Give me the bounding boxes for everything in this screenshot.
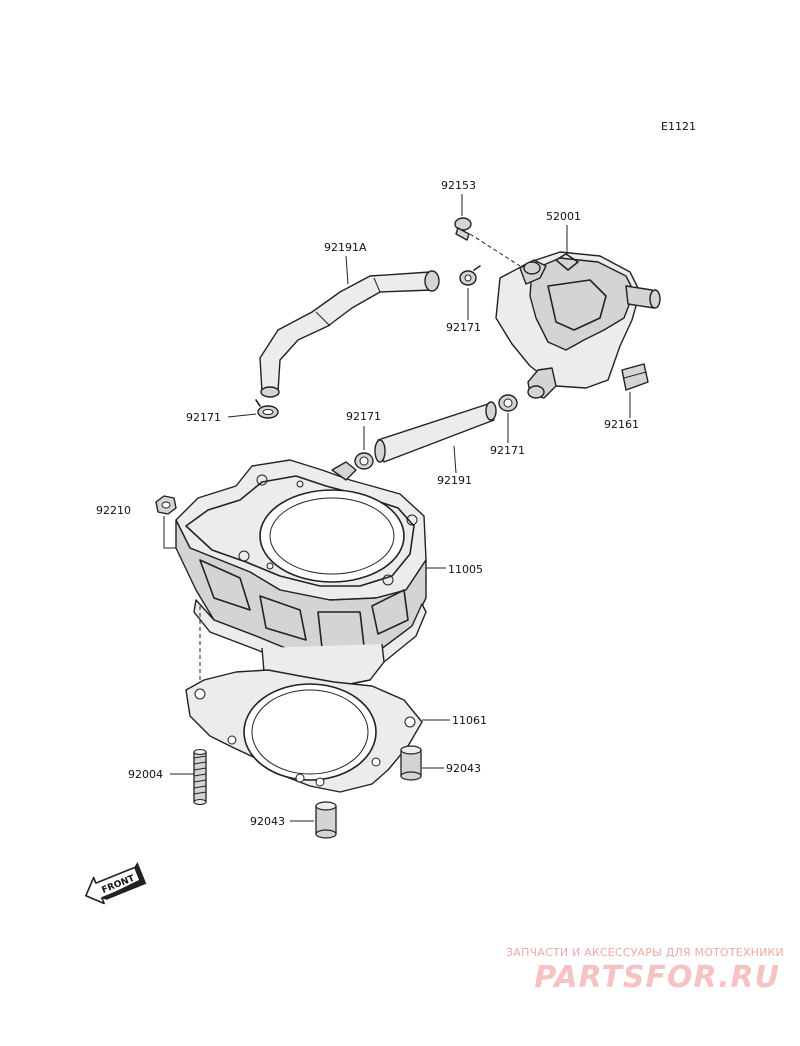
- reed-valve-52001-drawing: [495, 251, 661, 399]
- diagram-code: E1121: [661, 120, 696, 133]
- label-92171-left: 92171: [186, 411, 221, 424]
- label-92153: 92153: [441, 179, 476, 192]
- dowel-92043-bottom-drawing: [315, 801, 337, 839]
- label-92161: 92161: [604, 418, 639, 431]
- label-92171-right: 92171: [490, 444, 525, 457]
- gasket-11061-drawing: [185, 669, 423, 793]
- clamp-92171-top-drawing: [459, 265, 481, 286]
- label-11061: 11061: [452, 714, 487, 727]
- clamp-92171-left-drawing: [255, 399, 279, 419]
- label-92043-right: 92043: [446, 762, 481, 775]
- label-92210: 92210: [96, 504, 131, 517]
- hose-92191a-drawing: [259, 270, 440, 398]
- front-direction-arrow: FRONT: [85, 861, 147, 905]
- dowel-92043-right-drawing: [400, 745, 422, 781]
- label-92004: 92004: [128, 768, 163, 781]
- clamp-92171-right-drawing: [498, 394, 518, 412]
- label-92191a: 92191A: [324, 241, 367, 254]
- watermark-tagline: ЗАПЧАСТИ И АКСЕССУАРЫ ДЛЯ МОТОТЕХНИКИ: [506, 946, 784, 959]
- hose-92191-drawing: [374, 401, 497, 463]
- bolt-92153-drawing: [454, 217, 521, 267]
- label-11005: 11005: [448, 563, 483, 576]
- label-52001: 52001: [546, 210, 581, 223]
- label-92171-top: 92171: [446, 321, 481, 334]
- pad-92161-drawing: [621, 363, 649, 391]
- label-92043-bottom: 92043: [250, 815, 285, 828]
- label-92171-mid: 92171: [346, 410, 381, 423]
- cylinder-11005-drawing: [175, 459, 427, 689]
- watermark-brand: PARTSFOR.RU: [534, 960, 780, 995]
- washer-92210-drawing: [155, 495, 177, 515]
- stud-92004-drawing: [193, 749, 207, 805]
- label-92191: 92191: [437, 474, 472, 487]
